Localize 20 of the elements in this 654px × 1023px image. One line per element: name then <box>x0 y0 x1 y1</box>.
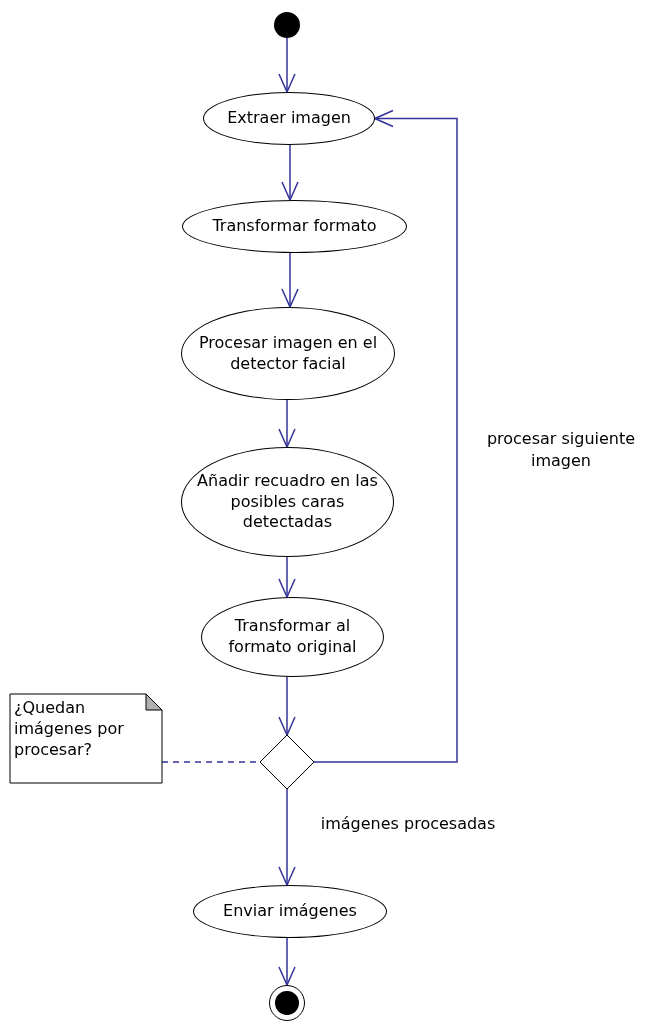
note-shape <box>10 694 162 783</box>
arrow <box>278 37 296 93</box>
arrow <box>281 252 299 308</box>
activity-label: Transformar al formato original <box>227 616 358 658</box>
arrow <box>278 676 296 736</box>
decision-diamond <box>260 735 314 789</box>
final-node <box>269 985 305 1021</box>
activity-label: Extraer imagen <box>227 108 351 129</box>
activity-label: Procesar imagen en el detector facial <box>197 332 379 375</box>
arrow <box>278 937 296 986</box>
arrow <box>313 109 458 763</box>
activity-label: Transformar formato <box>212 216 377 237</box>
note-text: ¿Quedan imágenes por procesar? <box>14 698 125 761</box>
arrow <box>278 788 296 886</box>
activity-label: Añadir recuadro en las posibles caras detectadas <box>196 470 379 534</box>
initial-node <box>274 12 300 38</box>
activity-label: Enviar imágenes <box>223 901 357 922</box>
arrow <box>281 144 299 201</box>
arrow <box>278 399 296 448</box>
arrow <box>278 556 296 598</box>
